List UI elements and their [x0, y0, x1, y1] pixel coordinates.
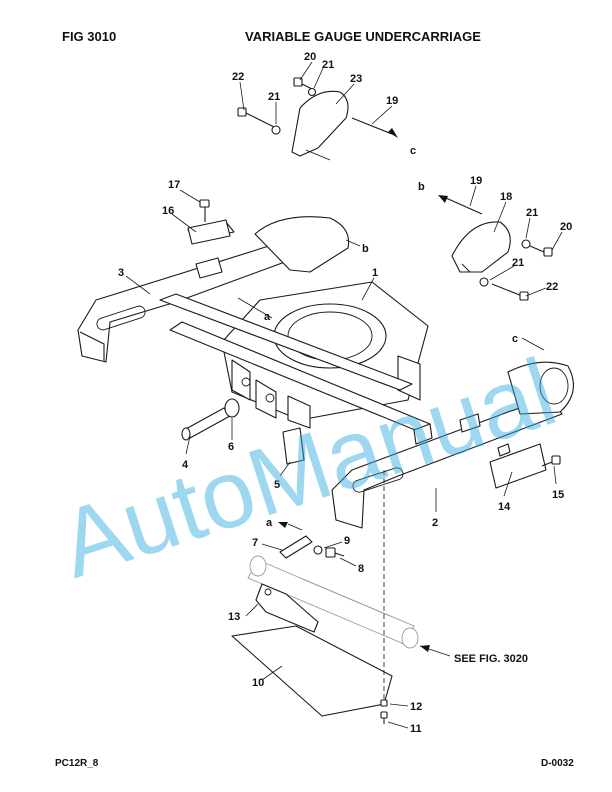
washer-21-right: [521, 239, 531, 249]
plate-5: [282, 427, 305, 465]
leader-lines: [125, 61, 563, 729]
callout-17: 17: [168, 179, 180, 191]
bolt-15: [541, 455, 561, 467]
callout-19: 19: [386, 95, 398, 107]
callout-5: 5: [274, 479, 280, 491]
arrow-a-lower: [278, 522, 288, 528]
callout-8: 8: [358, 563, 364, 575]
callout-14: 14: [498, 501, 511, 513]
callout-22: 22: [546, 281, 558, 293]
washer-21-top: [271, 125, 281, 135]
ref-b-frame: b: [362, 243, 369, 255]
callout-20: 20: [304, 51, 316, 63]
bolt-20-right: [529, 245, 553, 257]
callout-12: 12: [410, 701, 422, 713]
bolt-22-right: [491, 283, 529, 301]
callout-15: 15: [552, 489, 564, 501]
callout-23: 23: [350, 73, 362, 85]
bracket-13: [255, 583, 319, 633]
cover-plate-10: [231, 625, 393, 717]
callout-21: 21: [526, 207, 538, 219]
washer-9: [313, 545, 323, 555]
see-figure-note: SEE FIG. 3020: [454, 653, 528, 665]
cylinder: [247, 555, 419, 649]
callout-13: 13: [228, 611, 240, 623]
plate-16: [187, 219, 231, 245]
bolt-22-top: [237, 107, 277, 129]
callout-16: 16: [162, 205, 174, 217]
plate-14: [489, 443, 547, 489]
bolt-17: [199, 199, 210, 222]
callout-20: 20: [560, 221, 572, 233]
footer-drawing-number: D-0032: [541, 758, 574, 769]
callout-21: 21: [512, 257, 524, 269]
link-7: [279, 535, 313, 559]
figure-number: FIG 3010: [62, 29, 117, 44]
screw-11: [380, 711, 388, 724]
pin-19-top: [351, 117, 398, 138]
side-frame-2: [331, 361, 574, 529]
callout-22: 22: [232, 71, 244, 83]
ref-a-lower: a: [266, 517, 273, 529]
callout-1: 1: [372, 267, 378, 279]
callout-18: 18: [500, 191, 512, 203]
bolt-8: [325, 547, 345, 558]
figure-title: VARIABLE GAUGE UNDERCARRIAGE: [245, 29, 481, 44]
pin-19-right: [438, 195, 483, 215]
pin-4: [181, 407, 231, 441]
screw-12: [380, 699, 388, 707]
cross-beams: [159, 293, 481, 445]
callout-6: 6: [228, 441, 234, 453]
callout-9: 9: [344, 535, 350, 547]
ref-c-frame: c: [512, 333, 518, 345]
callouts: 22 21 20 21 23 19 19 18 21 20 21 22 17 1…: [118, 51, 572, 735]
callout-7: 7: [252, 537, 258, 549]
ref-c-top: c: [410, 145, 416, 157]
callout-21: 21: [322, 59, 334, 71]
washer-21-right2: [479, 277, 489, 287]
bracket-23: [291, 90, 349, 161]
washer-21-top2: [307, 87, 317, 97]
callout-2: 2: [432, 517, 438, 529]
callout-4: 4: [182, 459, 189, 471]
washer-6: [224, 398, 240, 418]
callout-10: 10: [252, 677, 264, 689]
bracket-18: [451, 221, 511, 273]
reference-letters: c b b a c a: [264, 145, 518, 529]
footer-model-code: PC12R_8: [55, 758, 99, 769]
callout-11: 11: [410, 723, 422, 735]
callout-19: 19: [470, 175, 482, 187]
ref-a-frame: a: [264, 311, 271, 323]
callout-21: 21: [268, 91, 280, 103]
ref-b-right: b: [418, 181, 425, 193]
callout-3: 3: [118, 267, 124, 279]
